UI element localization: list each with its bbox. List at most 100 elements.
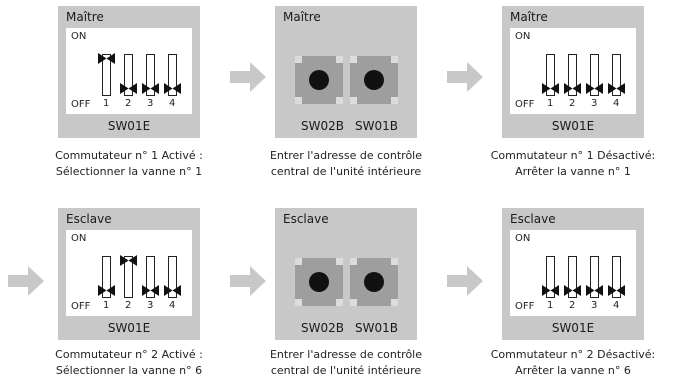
dip-switch-1[interactable]	[98, 53, 115, 96]
dip-switch-1[interactable]	[98, 256, 115, 298]
push-button-sw02b[interactable]	[295, 56, 343, 104]
caption-line: Entrer l'adresse de contrôle	[269, 149, 423, 162]
switch-toggle-icon	[608, 281, 625, 296]
switch-number: 1	[103, 300, 110, 311]
dip-switch-2[interactable]	[120, 54, 137, 96]
caption-step-6: Commutateur n° 2 Désactivé: Arrêter la v…	[478, 347, 668, 379]
button-cap	[364, 70, 384, 90]
switch-toggle-icon	[142, 281, 159, 296]
switch-toggle-icon	[164, 79, 181, 94]
dip-panel-master-on: Maître ON OFF 1 2 3 4 SW01E	[58, 6, 200, 138]
push-button-sw01b[interactable]	[350, 56, 398, 104]
on-label: ON	[515, 31, 531, 42]
caption-line: Arrêter la vanne n° 1	[515, 165, 631, 178]
dip-switch-3[interactable]	[142, 256, 159, 298]
caption-line: central de l'unité intérieure	[270, 165, 422, 178]
sw01b-label: SW01B	[355, 119, 398, 133]
dip-switch-1[interactable]	[542, 256, 559, 298]
panel-title: Maître	[66, 10, 104, 24]
arrow-right-icon	[447, 266, 483, 296]
button-panel-slave: Esclave SW02B SW01B	[275, 208, 417, 340]
switch-toggle-icon	[98, 49, 115, 64]
caption-line: Sélectionner la vanne n° 1	[55, 165, 203, 178]
caption-step-5: Entrer l'adresse de contrôle central de …	[251, 347, 441, 379]
switch-toggle-icon	[564, 281, 581, 296]
button-cap	[309, 272, 329, 292]
arrow-right-icon	[8, 266, 44, 296]
arrow-right-icon	[230, 62, 266, 92]
switch-number: 2	[569, 300, 576, 311]
switch-number: 3	[147, 98, 154, 109]
on-label: ON	[71, 233, 87, 244]
button-cap	[309, 70, 329, 90]
off-label: OFF	[515, 301, 535, 312]
dip-switch-4[interactable]	[608, 54, 625, 96]
caption-line: Commutateur n° 1 Désactivé:	[490, 149, 656, 162]
panel-title: Maître	[510, 10, 548, 24]
switch-toggle-icon	[98, 281, 115, 296]
arrow-right-icon	[230, 266, 266, 296]
caption-line: Commutateur n° 2 Activé :	[55, 348, 203, 361]
switch-toggle-icon	[608, 79, 625, 94]
panel-title: Maître	[283, 10, 321, 24]
switch-toggle-icon	[120, 79, 137, 94]
switch-number: 3	[591, 300, 598, 311]
off-label: OFF	[515, 99, 535, 110]
sw01b-label: SW01B	[355, 321, 398, 335]
switch-number: 3	[147, 300, 154, 311]
switch-number: 1	[547, 98, 554, 109]
switch-toggle-icon	[120, 251, 137, 266]
switch-number: 3	[591, 98, 598, 109]
switch-name: SW01E	[107, 321, 151, 335]
button-cap	[364, 272, 384, 292]
dip-switch-1[interactable]	[542, 54, 559, 96]
switch-number: 4	[613, 98, 620, 109]
dip-switch-2[interactable]	[564, 54, 581, 96]
dip-switch-block: ON OFF 1 2 3 4	[66, 28, 192, 114]
dip-switch-2[interactable]	[564, 256, 581, 298]
dip-switch-3[interactable]	[586, 54, 603, 96]
switch-toggle-icon	[586, 79, 603, 94]
switch-toggle-icon	[142, 79, 159, 94]
dip-switch-3[interactable]	[142, 54, 159, 96]
caption-line: Sélectionner la vanne n° 6	[55, 364, 203, 377]
dip-switch-4[interactable]	[164, 54, 181, 96]
push-button-sw01b[interactable]	[350, 258, 398, 306]
caption-step-2: Entrer l'adresse de contrôle central de …	[251, 148, 441, 180]
switch-toggle-icon	[542, 79, 559, 94]
push-button-sw02b[interactable]	[295, 258, 343, 306]
off-label: OFF	[71, 301, 91, 312]
switch-number: 2	[569, 98, 576, 109]
dip-switch-3[interactable]	[586, 256, 603, 298]
switch-name: SW01E	[107, 119, 151, 133]
switch-number: 1	[103, 98, 110, 109]
caption-line: Commutateur n° 1 Activé :	[55, 149, 203, 162]
switch-toggle-icon	[586, 281, 603, 296]
caption-line: Commutateur n° 2 Désactivé:	[490, 348, 656, 361]
sw02b-label: SW02B	[301, 321, 344, 335]
switch-number: 4	[613, 300, 620, 311]
switch-number: 4	[169, 300, 176, 311]
caption-line: Arrêter la vanne n° 6	[515, 364, 631, 377]
dip-switch-2[interactable]	[120, 255, 137, 298]
caption-line: central de l'unité intérieure	[270, 364, 422, 377]
off-label: OFF	[71, 99, 91, 110]
dip-switch-4[interactable]	[164, 256, 181, 298]
on-label: ON	[71, 31, 87, 42]
switch-toggle-icon	[542, 281, 559, 296]
panel-title: Esclave	[510, 212, 556, 226]
dip-switch-4[interactable]	[608, 256, 625, 298]
arrow-right-icon	[447, 62, 483, 92]
panel-title: Esclave	[283, 212, 329, 226]
switch-number: 4	[169, 98, 176, 109]
sw02b-label: SW02B	[301, 119, 344, 133]
switch-number: 2	[125, 98, 132, 109]
switch-toggle-icon	[564, 79, 581, 94]
button-panel-master: Maître SW02B SW01B	[275, 6, 417, 138]
caption-step-3: Commutateur n° 1 Désactivé: Arrêter la v…	[478, 148, 668, 180]
switch-number: 1	[547, 300, 554, 311]
caption-step-1: Commutateur n° 1 Activé : Sélectionner l…	[34, 148, 224, 180]
